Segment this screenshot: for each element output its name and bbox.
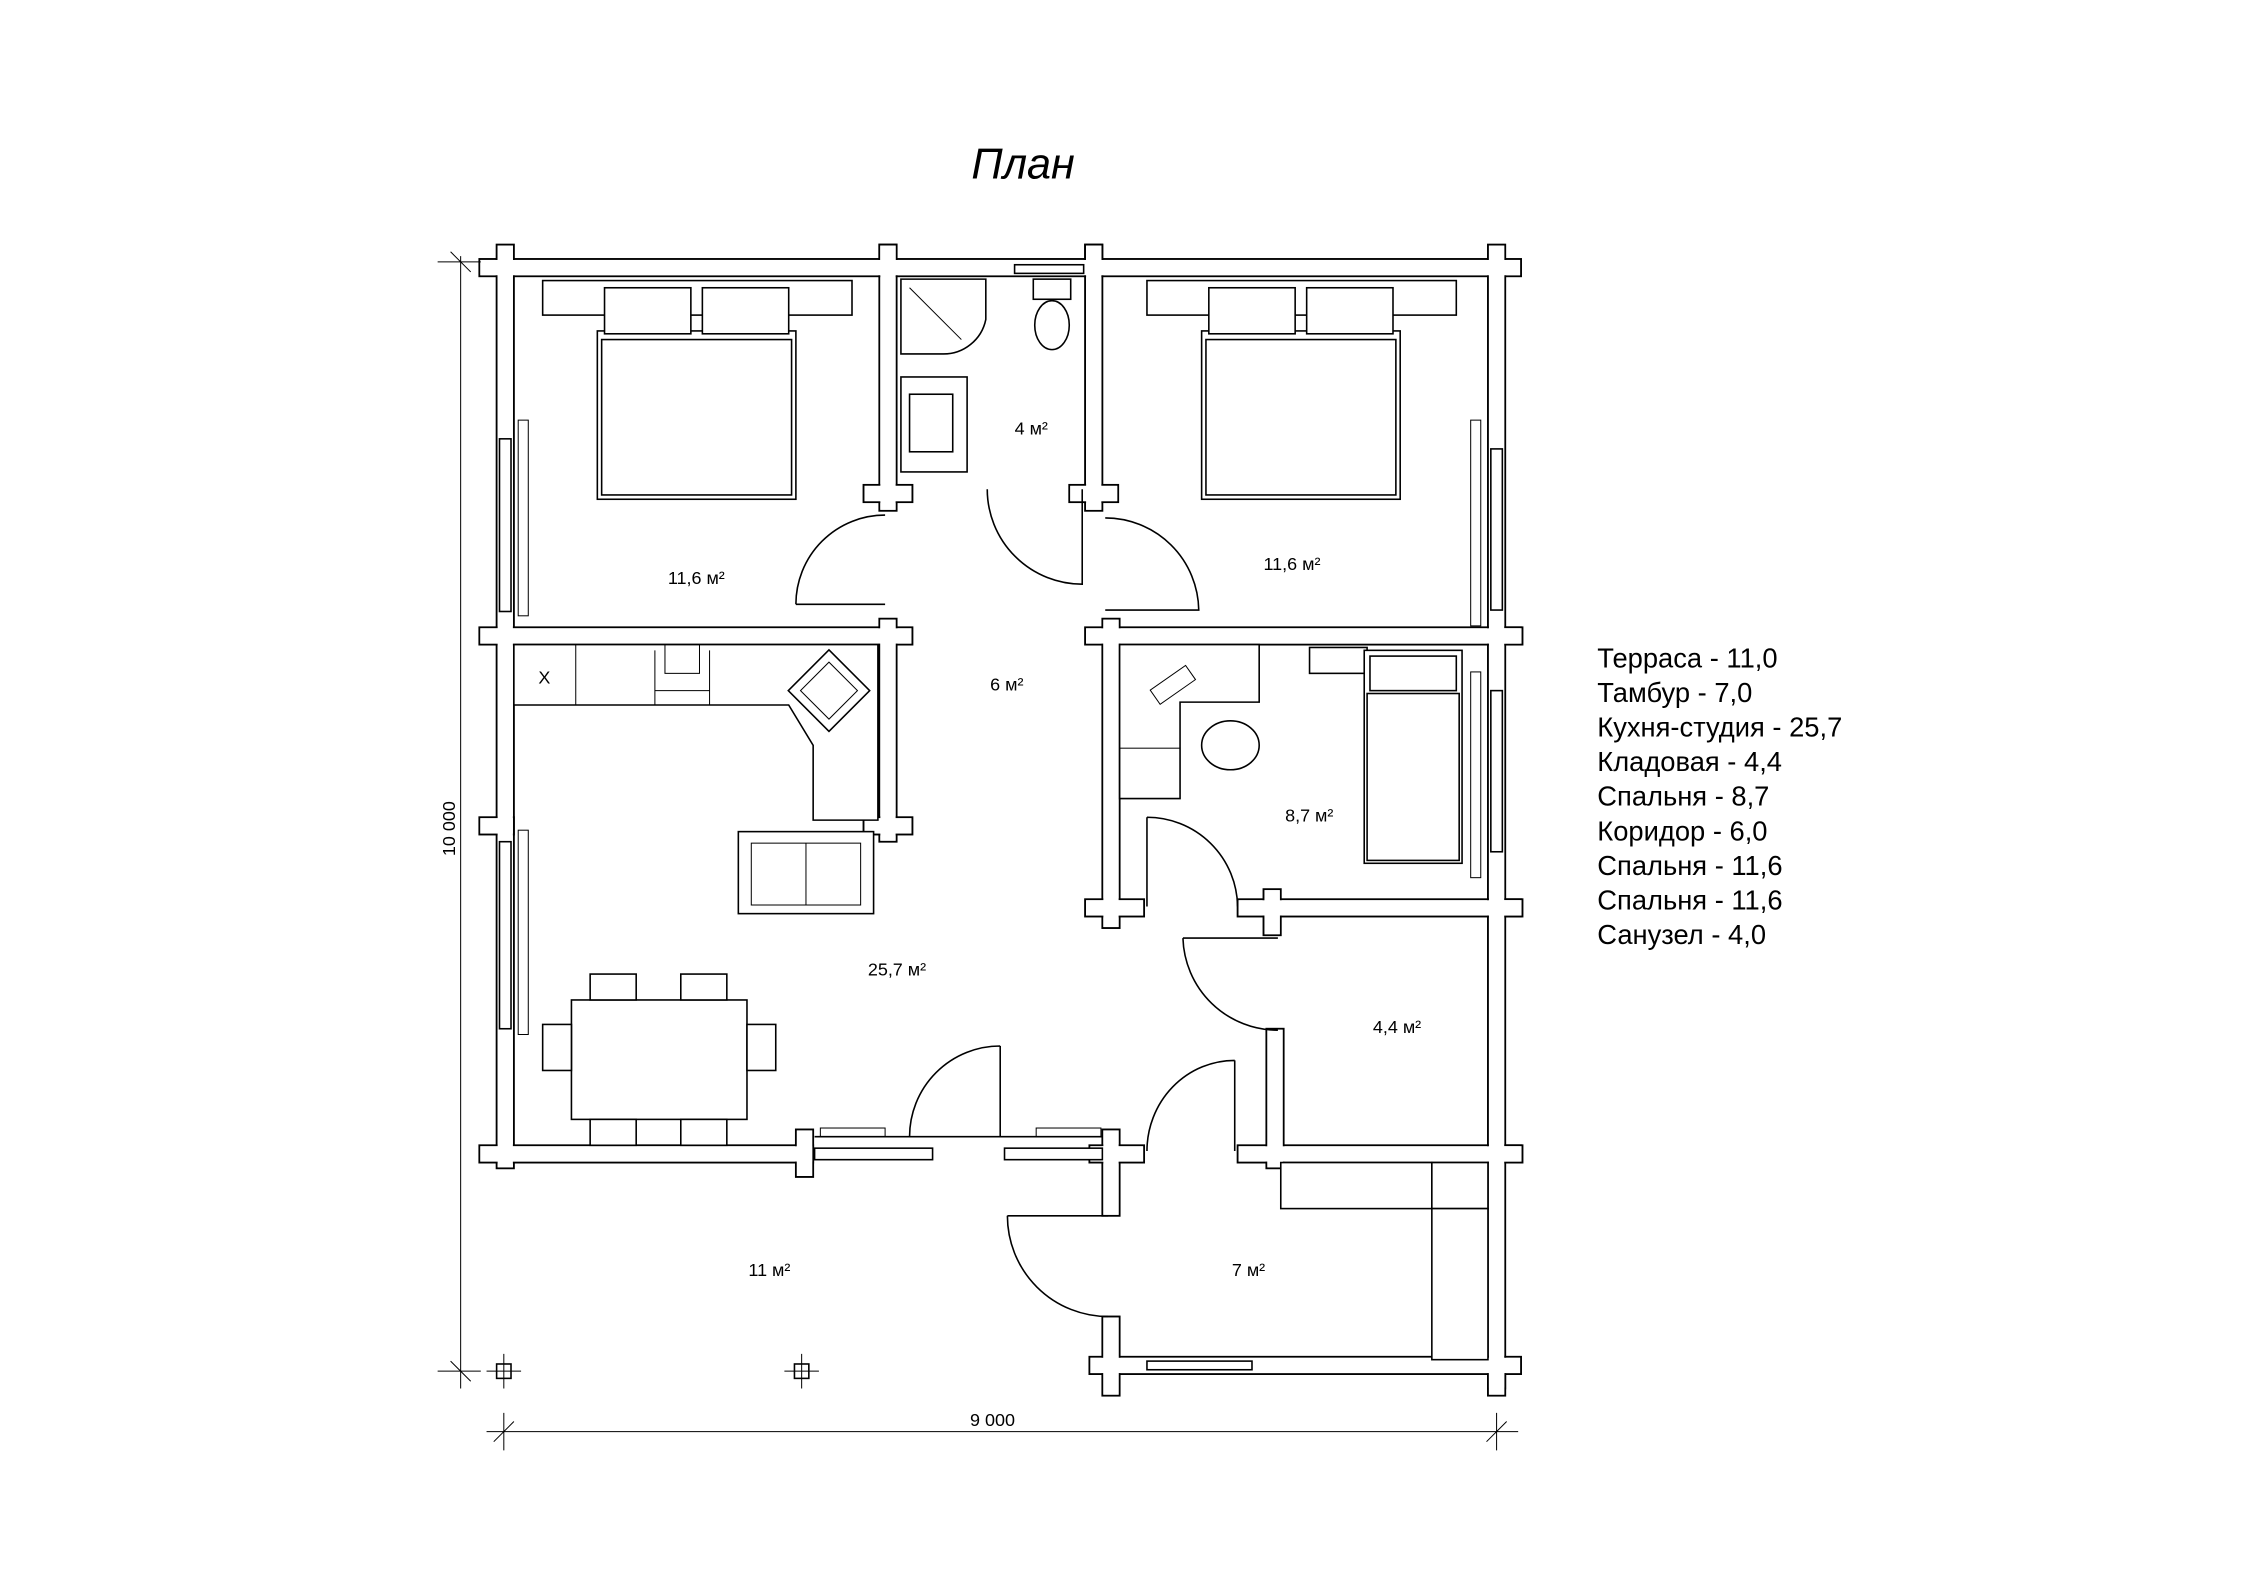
log-wall-fill [864, 485, 912, 502]
log-wall-fill [480, 259, 1521, 276]
legend-item: Спальня - 11,6 [1597, 884, 1782, 915]
window-bedroom-left [498, 438, 512, 613]
wardrobe [1279, 1161, 1489, 1361]
log-wall-fill [1238, 1146, 1521, 1162]
door-bathroom[interactable] [986, 489, 1084, 585]
legend-item: Терраса - 11,0 [1597, 643, 1777, 674]
area-kitchen-studio: 25,7 м² [868, 960, 926, 980]
log-wall-fill [1086, 900, 1144, 916]
log-wall-fill [1488, 900, 1522, 916]
sofa [737, 830, 875, 915]
dimension-height: 10 000 [439, 801, 459, 856]
log-wall-fill [1103, 1130, 1119, 1215]
log-wall-fill [864, 818, 912, 834]
log-wall-fill [1103, 619, 1119, 928]
plan-title: План [971, 140, 1074, 188]
legend-item: Кухня-студия - 25,7 [1597, 712, 1842, 743]
door-study[interactable] [1146, 816, 1239, 907]
door-terrace-kitchen[interactable] [908, 1045, 1001, 1137]
log-wall-fill [880, 245, 896, 276]
washbasin [900, 376, 968, 473]
radiators [517, 419, 1482, 1138]
terrace-post [486, 1353, 522, 1389]
log-wall-fill [880, 245, 896, 510]
furniture: X [513, 278, 1489, 1361]
log-wall-fill [1488, 1146, 1522, 1162]
window-vestibule [1146, 1360, 1253, 1371]
windows [498, 263, 1504, 1371]
dimension-width: 9 000 [970, 1410, 1015, 1430]
log-wall-fill [1086, 245, 1102, 276]
log-wall-fill [1070, 485, 1118, 502]
legend-item: Кладовая - 4,4 [1597, 746, 1782, 777]
log-wall-fill [1086, 628, 1521, 644]
legend-item: Коридор - 6,0 [1597, 815, 1767, 846]
terrace-posts [486, 1353, 819, 1389]
legend-item: Спальня - 11,6 [1597, 850, 1782, 881]
log-wall-fill [480, 628, 912, 644]
log-wall-fill [1488, 628, 1522, 644]
legend-item: Спальня - 8,7 [1597, 781, 1769, 812]
terrace-post [784, 1353, 819, 1389]
glazing-terrace-right [1003, 1147, 1104, 1161]
log-wall-fill [1238, 900, 1521, 916]
window-kitchen [498, 840, 512, 1030]
desk [1118, 643, 1260, 800]
log-wall-fill [1103, 1317, 1119, 1395]
log-wall-fill [1086, 245, 1102, 510]
log-wall-fill [480, 818, 513, 834]
area-bedroom-right: 11,6 м² [1264, 554, 1321, 574]
door-bedroom-left[interactable] [795, 514, 886, 606]
log-wall-fill [1264, 890, 1280, 935]
door-storage[interactable] [1182, 937, 1278, 1031]
area-bathroom: 4 м² [1015, 419, 1048, 439]
office-chair [1200, 720, 1260, 771]
log-wall-fill [480, 1146, 813, 1162]
keyboard [1149, 664, 1197, 706]
area-bedroom-left: 11,6 м² [668, 568, 725, 588]
legend-item: Тамбур - 7,0 [1597, 677, 1752, 708]
kitchen-counter: X [513, 643, 879, 821]
double-bed-left [541, 279, 853, 501]
dimension-lines: 10 000 9 000 [437, 251, 1519, 1451]
log-wall-fill [1267, 1029, 1283, 1168]
shower-cabin [900, 278, 987, 355]
log-wall-fill [1090, 1146, 1144, 1162]
glazing-terrace-left [813, 1147, 934, 1161]
single-bed [1308, 646, 1463, 865]
window-bathroom [1013, 263, 1085, 275]
area-legend: Терраса - 11,0 Тамбур - 7,0 Кухня-студия… [1597, 643, 1842, 950]
log-wall-fill [1488, 1357, 1505, 1395]
door-bedroom-right[interactable] [1105, 517, 1200, 611]
doors [795, 489, 1278, 1318]
dining-table [541, 973, 777, 1147]
window-bedroom-right [1490, 448, 1504, 611]
area-bedroom-small: 8,7 м² [1285, 806, 1333, 826]
toilet [1032, 278, 1072, 351]
log-wall-fill [796, 1130, 813, 1176]
kitchen-sink [787, 648, 871, 733]
area-vestibule: 7 м² [1232, 1260, 1265, 1280]
area-corridor: 6 м² [990, 675, 1023, 695]
door-entrance[interactable] [1006, 1214, 1109, 1318]
area-terrace: 11 м² [748, 1260, 790, 1280]
log-wall-fill [880, 619, 896, 841]
door-kitchen-vestibule[interactable] [1146, 1059, 1236, 1152]
double-bed-right [1146, 279, 1458, 501]
area-labels: 11,6 м² 4 м² 11,6 м² 6 м² 8,7 м² 25,7 м²… [668, 419, 1421, 1281]
window-study [1490, 689, 1504, 853]
kitchen-appliance-mark: X [538, 667, 550, 687]
area-storage: 4,4 м² [1373, 1017, 1421, 1037]
legend-item: Санузел - 4,0 [1597, 919, 1766, 950]
